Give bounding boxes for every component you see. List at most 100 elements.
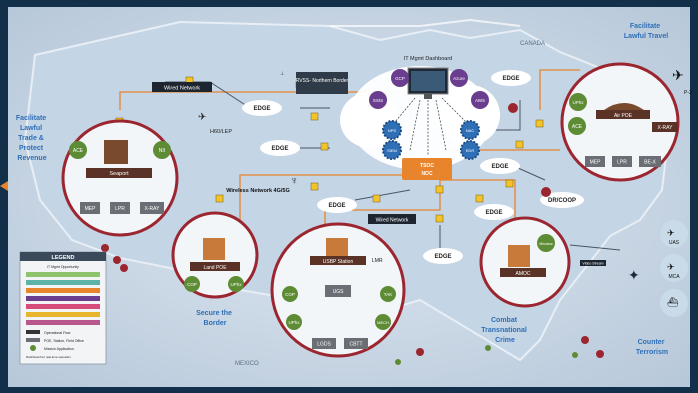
usbp-uphx: UPhx: [288, 320, 300, 325]
mission-secure-border: Secure the Border: [196, 310, 234, 327]
seaport-nii: NII: [159, 148, 165, 154]
legend-poe: POE, Station, Field Office: [44, 339, 84, 343]
seaport-hub: ACE NII Seaport MEP LPR X-RAY: [61, 119, 179, 237]
dashboard-screen: [411, 71, 445, 91]
edge-cloud-3: EDGE: [328, 203, 345, 209]
uas-drone-icon: ✈: [667, 228, 675, 238]
edge-cloud-1: EDGE: [253, 106, 270, 112]
video-stream-box: [580, 260, 606, 266]
land-cop: COP: [187, 282, 197, 287]
mission-combat-crime: Combat Transnational Crime: [481, 317, 528, 344]
boat-icon: ⛴: [667, 297, 679, 307]
usbp-hub: USBP Station LMR COP TAK UPhx UGS MECH L…: [270, 222, 406, 358]
satellite-icon: ✦: [628, 267, 640, 283]
location-markers: [101, 103, 604, 358]
usbp-cbtt: CBTT: [349, 342, 362, 348]
air-uphx: UPhx: [572, 100, 584, 105]
seaport-mep: MEP: [85, 206, 97, 212]
rvss-label: RVSS- Northern Border: [296, 78, 349, 84]
legend-header: IT Mgmt Opportunity: [47, 265, 79, 269]
seaport-xray: X-RAY: [145, 206, 161, 212]
usbp-tak: TAK: [384, 292, 392, 297]
seaport-crane-icon: [104, 140, 128, 164]
seaport-ace: ACE: [73, 148, 84, 154]
legend-panel: LEGEND IT Mgmt Opportunity Operational F…: [19, 251, 107, 365]
nac-node: NAC: [466, 128, 475, 133]
usbp-building-icon: [326, 238, 348, 256]
legend-mission: Mission Application: [44, 347, 74, 351]
wired-network-mid-label: Wired Network: [376, 218, 409, 224]
legend-footnote: Dashboard for real-time operation: [26, 355, 71, 359]
air-xray: X-RAY: [658, 125, 674, 131]
wired-network-top-label-box: [152, 82, 212, 92]
edge-clouds: EDGE EDGE EDGE EDGE EDGE EDGE EDGE DR/CO…: [242, 70, 584, 264]
air-lpr: LPR: [617, 160, 627, 166]
edge-cloud-6: EDGE: [485, 210, 502, 216]
canada-label: CANADA: [520, 41, 545, 47]
seaport-lpr: LPR: [115, 206, 125, 212]
air-ace: ACE: [572, 124, 583, 130]
lmr-label: LMR: [372, 258, 383, 264]
green-markers: [395, 345, 578, 365]
h60-label: H60/LEP: [210, 129, 232, 135]
siem-node: SIEM: [387, 148, 397, 153]
dashboard-label: IT Mgmt Dashboard: [404, 56, 453, 62]
aws-node: AWS: [475, 98, 485, 103]
legend-title: LEGEND: [52, 255, 75, 261]
amoc-building-icon: [508, 245, 530, 267]
land-building-icon: [203, 238, 225, 260]
noc-line2: NOC: [421, 171, 433, 177]
dashboard-stand: [424, 94, 432, 99]
mission-travel-line1: Facilitate: [630, 23, 660, 30]
helicopter-icon: ✈: [198, 112, 206, 123]
mission-facilitate-trade: Facilitate Lawful Trade & Protect Revenu…: [16, 115, 48, 162]
seaport-title: Seaport: [109, 171, 129, 177]
usbp-ugs: UGS: [333, 289, 345, 295]
wireless-network-label: Wireless Network 4G/5G: [226, 188, 290, 194]
land-title: Land POE: [203, 265, 227, 271]
airport-terminal-icon: [604, 103, 644, 110]
ssis-node: SSIS: [373, 98, 383, 103]
usbp-mech: MECH: [377, 320, 389, 325]
mexico-label: MEXICO: [235, 361, 259, 367]
wired-network-top-label: Wired Network: [164, 86, 200, 92]
uas-label: UAS: [669, 240, 680, 246]
mca-bubble: [660, 254, 688, 282]
tower-icon: ⊥: [280, 71, 284, 77]
air-title: Air POE: [614, 113, 633, 119]
mission-travel-line2: Lawful Travel: [624, 33, 668, 40]
wired-network-mid-box: [368, 214, 416, 224]
edge-cloud-2: EDGE: [271, 146, 288, 152]
usbp-lgds: LGDS: [317, 342, 331, 348]
mission-counter-terrorism: Counter Terrorism: [636, 339, 668, 356]
rvss-box: [296, 72, 348, 94]
land-poe-hub: Land POE COP UPhx: [171, 211, 259, 299]
gcp-node: GCP: [395, 76, 405, 81]
third-bubble: [660, 289, 688, 317]
azure-node: Azure: [453, 76, 465, 81]
cell-tower-icon: ♆: [290, 175, 298, 187]
security-gear-nodes: NPS SIEM NAC EDR: [382, 120, 480, 160]
amoc-title: AMOC: [516, 271, 531, 277]
uas-bubble: [660, 220, 688, 248]
dashboard-dashed-arrows: [394, 97, 467, 155]
land-uphx: UPhx: [230, 282, 242, 287]
p3-aircraft-icon: ✈: [672, 67, 684, 83]
amoc-minotaur: Minotaur: [539, 242, 553, 246]
cloud-provider-nodes: SSIS GCP Azure AWS: [369, 69, 489, 109]
edr-node: EDR: [466, 148, 475, 153]
mca-aircraft-icon: ✈: [667, 262, 675, 272]
edge-cloud-7: EDGE: [434, 254, 451, 260]
border-line: [330, 18, 521, 27]
noc-line1: TSOC: [420, 163, 434, 169]
air-mep: MEP: [590, 160, 602, 166]
air-poe-hub: UPhx ACE Air POE X-RAY MEP LPR BE-X: [560, 62, 680, 182]
edge-cloud-4: EDGE: [502, 76, 519, 82]
legend-operational: Operational Flow: [44, 331, 71, 335]
p3-label: P-3: [684, 90, 692, 96]
usbp-cop: COP: [285, 292, 295, 297]
edge-cloud-5: EDGE: [491, 164, 508, 170]
mission-facilitate-travel: Facilitate Lawful Travel: [624, 23, 668, 40]
